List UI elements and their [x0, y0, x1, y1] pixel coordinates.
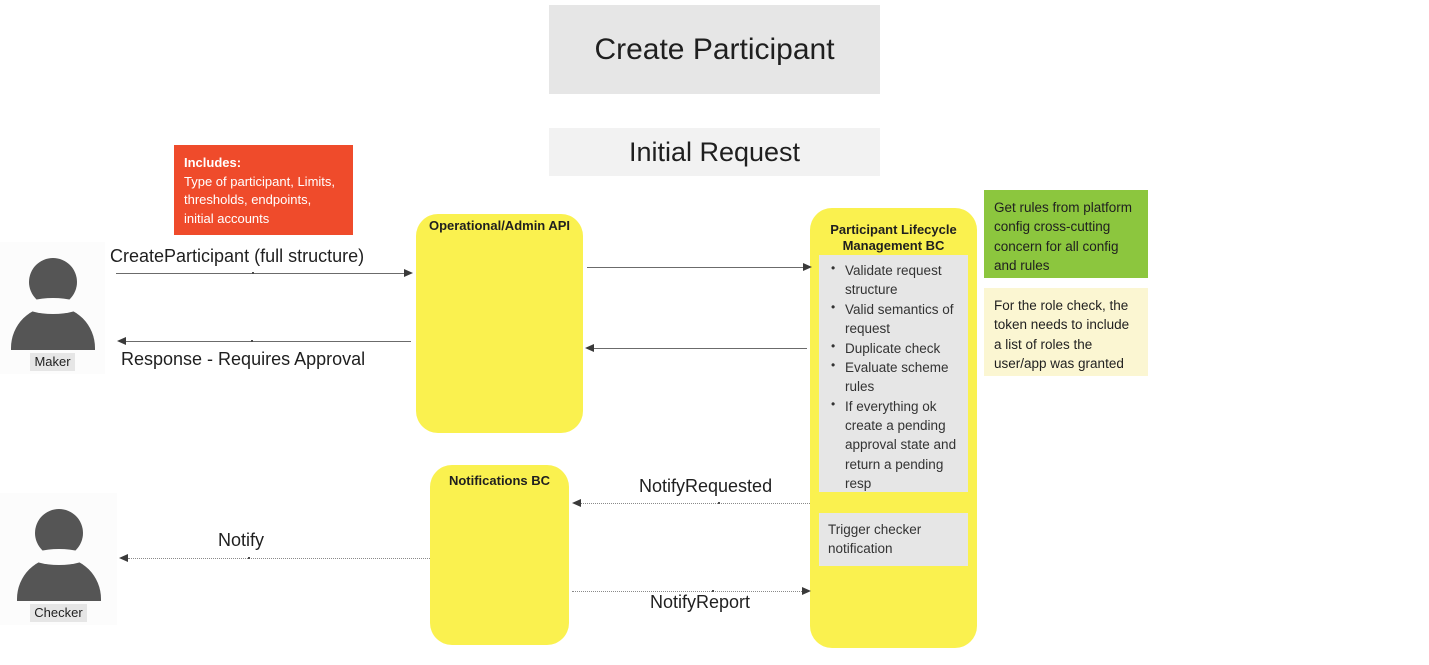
lifeline-title-line-2: Management BC	[842, 238, 945, 254]
arrow-head-left-icon	[572, 499, 581, 507]
message-line-create-participant	[116, 273, 411, 274]
list-item: Duplicate check	[831, 338, 960, 358]
message-label-response-requires-approval: Response - Requires Approval	[121, 349, 366, 369]
message-line-notify	[128, 558, 430, 559]
lifeline-participant-lifecycle-management-bc-title: Participant Lifecycle Management BC	[810, 222, 977, 255]
avatar-neck-cut	[24, 298, 81, 314]
arrow-head-left-icon	[117, 337, 126, 345]
lifeline-title-line-1: Participant Lifecycle	[830, 222, 957, 237]
lifeline-operational-admin-api-title: Operational/Admin API	[428, 218, 571, 233]
avatar-neck-cut	[30, 549, 87, 565]
lifeline-notifications-bc-title: Notifications BC	[448, 473, 551, 488]
list-item: Validate request structure	[831, 260, 960, 299]
message-line-plm-to-api	[591, 348, 807, 349]
actor-maker[interactable]: Maker	[0, 242, 105, 374]
note-platform-config-rules: Get rules from platform config cross-cut…	[984, 190, 1148, 278]
lifeline-operational-admin-api[interactable]: Operational/Admin API	[416, 214, 583, 433]
note-includes-body: Type of participant, Limits, thresholds,…	[184, 173, 336, 227]
message-line-notify-report	[572, 591, 804, 592]
note-includes: Includes: Type of participant, Limits, t…	[174, 145, 353, 235]
arrow-head-right-icon	[803, 263, 812, 271]
message-midpoint-dot	[712, 590, 714, 592]
list-item: Evaluate scheme rules	[831, 357, 960, 396]
message-line-notify-requested	[580, 503, 810, 504]
message-label-notify: Notify	[218, 530, 265, 550]
actor-maker-label: Maker	[30, 353, 75, 372]
validation-steps-panel: Validate request structure Valid semanti…	[819, 255, 968, 492]
diagram-title-banner: Create Participant	[549, 5, 880, 94]
note-role-check-token: For the role check, the token needs to i…	[984, 288, 1148, 376]
list-item: Valid semantics of request	[831, 299, 960, 338]
lifeline-notifications-bc[interactable]: Notifications BC	[430, 465, 569, 645]
message-midpoint-dot	[718, 502, 720, 504]
diagram-subtitle-banner: Initial Request	[549, 128, 880, 176]
actor-checker[interactable]: Checker	[0, 493, 117, 625]
message-label-create-participant: CreateParticipant (full structure)	[110, 246, 365, 266]
note-includes-heading: Includes:	[184, 155, 242, 170]
trigger-checker-notification-panel: Trigger checker notification	[819, 513, 968, 566]
arrow-head-right-icon	[404, 269, 413, 277]
arrow-head-left-icon	[585, 344, 594, 352]
arrow-head-right-icon	[802, 587, 811, 595]
actor-checker-label: Checker	[30, 604, 87, 623]
message-line-response-requires-approval	[125, 341, 411, 342]
validation-steps-list: Validate request structure Valid semanti…	[825, 260, 960, 493]
message-midpoint-dot	[252, 272, 254, 274]
list-item: If everything ok create a pending approv…	[831, 396, 960, 493]
message-label-notify-report: NotifyReport	[650, 592, 751, 612]
message-midpoint-dot	[248, 557, 250, 559]
person-avatar-icon	[10, 258, 95, 350]
message-midpoint-dot	[251, 340, 253, 342]
message-label-notify-requested: NotifyRequested	[639, 476, 773, 496]
arrow-head-left-icon	[119, 554, 128, 562]
message-line-api-to-plm	[587, 267, 805, 268]
person-avatar-icon	[16, 509, 101, 601]
